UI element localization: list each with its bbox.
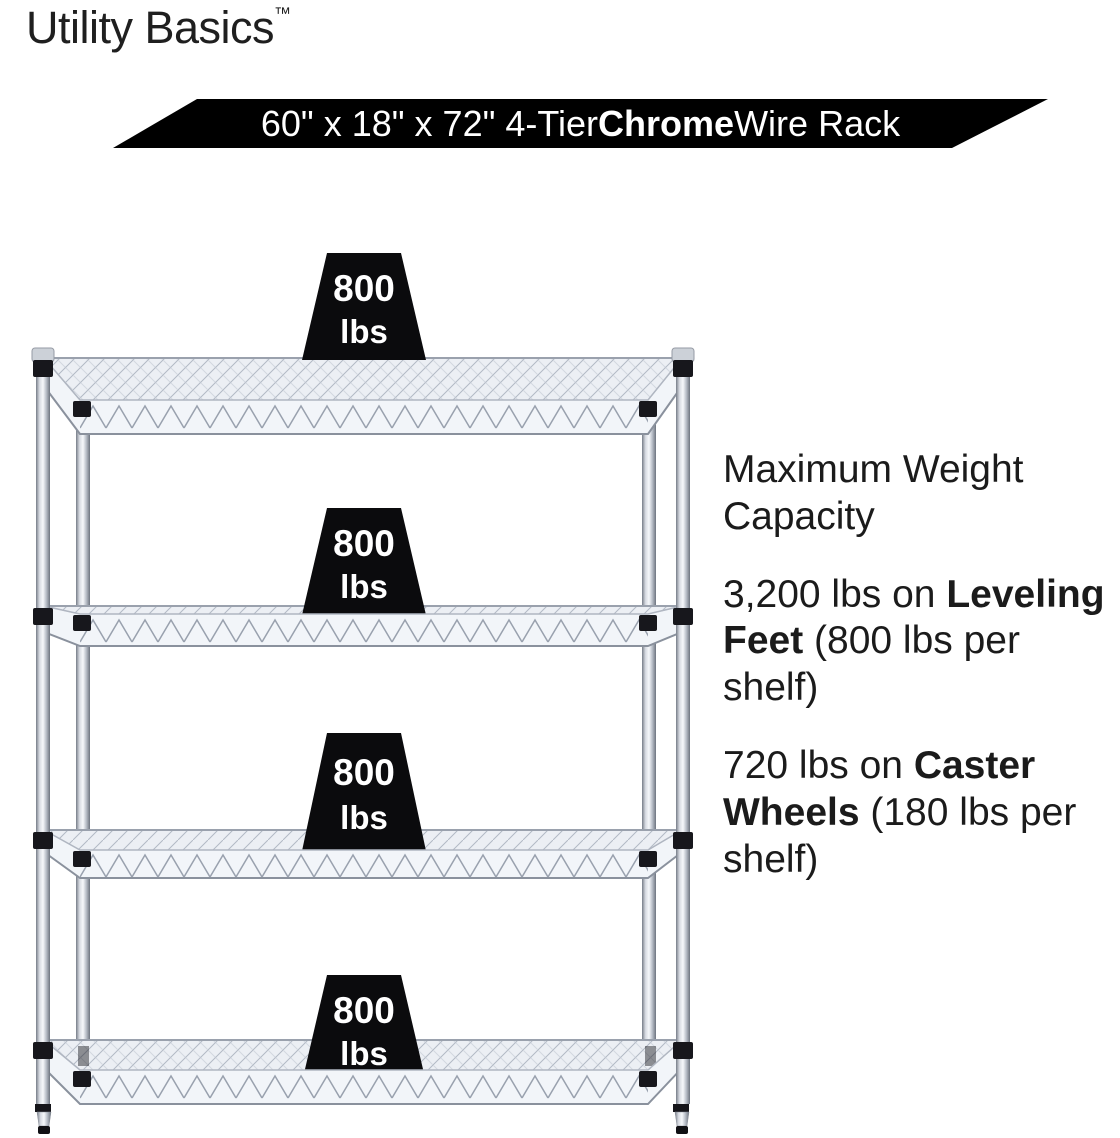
- weight-badge-4: 800 lbs: [302, 975, 426, 1082]
- post-back-left: [73, 390, 93, 1087]
- post-front-right: [671, 347, 695, 1104]
- weight-unit: lbs: [340, 1035, 388, 1072]
- banner-text-suffix: Wire Rack: [734, 102, 901, 144]
- banner-text-bold: Chrome: [598, 102, 735, 144]
- back-left-foot-hint: [78, 1046, 89, 1066]
- shelf-connectors-front: [33, 360, 693, 1059]
- wire-rack-image: 800 lbs 800 lbs 800 lbs 800 lbs: [31, 253, 695, 1134]
- weight-value: 800: [333, 990, 395, 1031]
- leveling-foot-right: [673, 1104, 690, 1134]
- product-title-banner: 60" x 18" x 72" 4-Tier Chrome Wire Rack: [113, 99, 1048, 148]
- leveling-foot-left: [35, 1104, 52, 1134]
- weight-value: 800: [333, 268, 395, 309]
- spec1-pre: 3,200 lbs on: [723, 572, 947, 616]
- shelf-2-band: [43, 605, 683, 647]
- weight-value: 800: [333, 752, 395, 793]
- shelf-1-band: [43, 356, 683, 435]
- capacity-spec-caster-wheels: 720 lbs on Caster Wheels (180 lbs per sh…: [723, 743, 1115, 883]
- weight-unit: lbs: [340, 313, 388, 350]
- spec2-bold: Caster Wheels: [723, 743, 1036, 834]
- weight-unit: lbs: [340, 799, 388, 836]
- back-right-foot-hint: [645, 1046, 656, 1066]
- trademark-symbol: ™: [274, 4, 292, 23]
- weight-value: 800: [333, 523, 395, 564]
- shelf-1-surface: [44, 357, 682, 400]
- capacity-spec-leveling-feet: 3,200 lbs on Leveling Feet (800 lbs per …: [723, 572, 1115, 712]
- spec1-post: (800 lbs per shelf): [723, 619, 1020, 710]
- weight-badge-2: 800 lbs: [302, 508, 426, 615]
- shelf-connectors-back: [73, 401, 657, 1087]
- brand-logo: Utility Basics™: [26, 2, 291, 54]
- shelf-3-band: [43, 829, 683, 879]
- spec1-bold: Leveling Feet: [723, 572, 1105, 663]
- spec2-pre: 720 lbs on: [723, 743, 914, 787]
- capacity-info: Maximum Weight Capacity 3,200 lbs on Lev…: [723, 447, 1115, 914]
- brand-name: Utility Basics: [26, 2, 275, 53]
- weight-badge-3: 800 lbs: [302, 733, 426, 851]
- banner-text-prefix: 60" x 18" x 72" 4-Tier: [260, 102, 599, 144]
- weight-unit: lbs: [340, 568, 388, 605]
- weight-badge-1: 800 lbs: [302, 253, 426, 360]
- post-back-right: [639, 390, 659, 1087]
- shelf-4-band: [43, 1038, 683, 1105]
- capacity-heading: Maximum Weight Capacity: [723, 448, 1024, 538]
- spec2-post: (180 lbs per shelf): [723, 790, 1077, 881]
- post-front-left: [31, 347, 55, 1104]
